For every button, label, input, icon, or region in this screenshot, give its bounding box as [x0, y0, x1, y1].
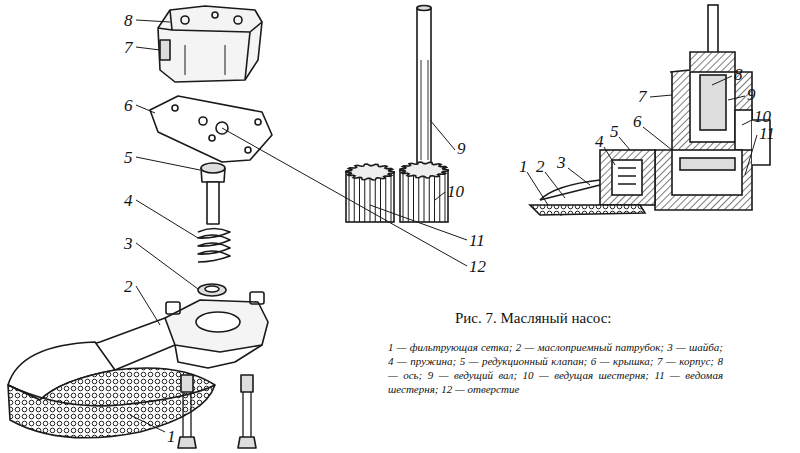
- gear-body: [346, 172, 394, 222]
- gear-tooth: [349, 172, 350, 222]
- callout-number: 1: [167, 428, 176, 445]
- callout-number: 4: [124, 192, 133, 209]
- gear-tooth: [391, 172, 392, 222]
- callout-number: 11: [469, 232, 485, 249]
- callout-number: 9: [747, 86, 756, 103]
- callout-number: 9: [457, 140, 466, 157]
- gear-tooth: [354, 172, 355, 222]
- gear-tooth: [403, 170, 404, 222]
- gear-body: [400, 170, 448, 222]
- callout-number: 5: [124, 149, 133, 166]
- callout-number: 7: [124, 39, 133, 56]
- callout-number: 8: [124, 12, 133, 29]
- callout-number: 8: [734, 66, 743, 83]
- callout-number: 5: [610, 123, 619, 140]
- callout-number: 10: [447, 183, 464, 200]
- gear-top: [346, 164, 394, 180]
- callout-number: 2: [536, 158, 545, 175]
- callout-number: 1: [519, 158, 528, 175]
- leader-lines: [130, 20, 757, 432]
- callout-number: 6: [124, 97, 133, 114]
- callout-number: 11: [759, 125, 775, 142]
- callout-number: 6: [633, 113, 642, 130]
- gear-tooth: [385, 172, 386, 222]
- gear-tooth: [408, 170, 409, 222]
- callout-number: 3: [557, 154, 566, 171]
- callout-number: 4: [595, 133, 604, 150]
- callout-number: 7: [638, 88, 647, 105]
- gear-tooth: [359, 172, 360, 222]
- callout-number: 10: [754, 108, 771, 125]
- gear-set: [346, 6, 448, 223]
- exploded-view: [8, 6, 272, 448]
- figure-caption: 1 — фильтрующая сетка; 2 — маслоприемный…: [388, 340, 723, 396]
- gear-top: [400, 162, 448, 178]
- callout-number: 3: [124, 235, 133, 252]
- callout-number: 12: [469, 258, 486, 275]
- gear-tooth: [445, 170, 446, 222]
- pump-section: [530, 5, 770, 215]
- gear-tooth: [380, 172, 381, 222]
- gear-tooth: [434, 170, 435, 222]
- gear-tooth: [424, 170, 425, 222]
- figure-title: Рис. 7. Масляный насос:: [455, 310, 612, 327]
- callout-number: 2: [124, 278, 133, 295]
- gear-tooth: [413, 170, 414, 222]
